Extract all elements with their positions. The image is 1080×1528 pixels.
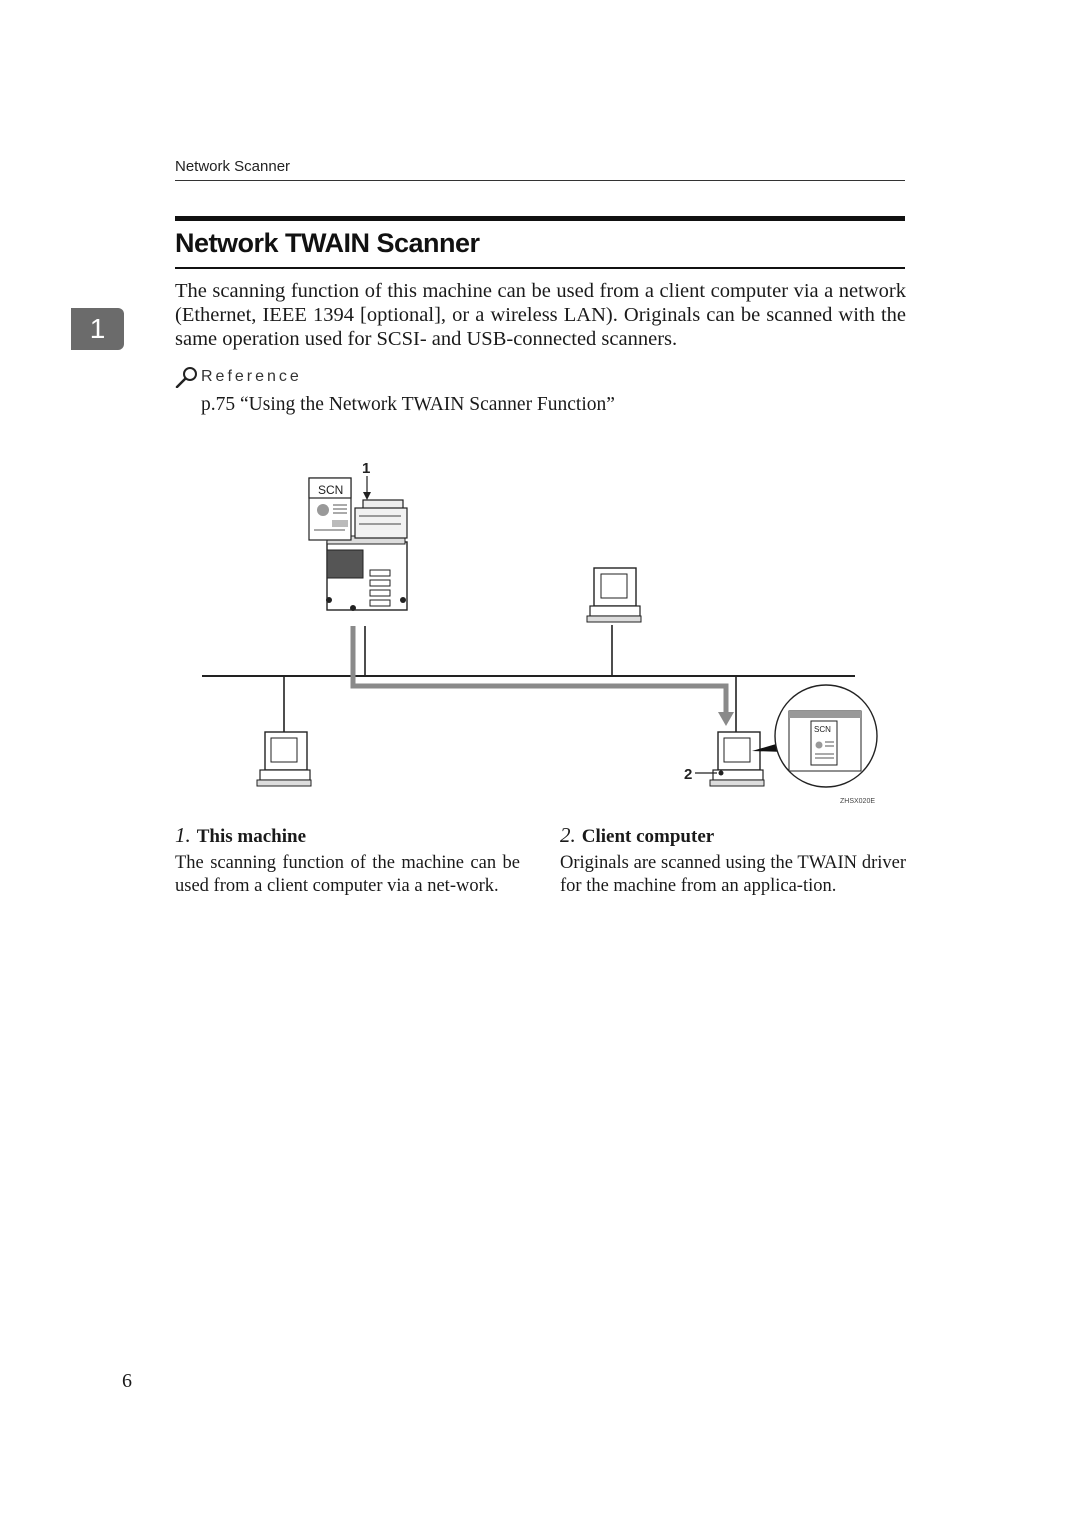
magnifier-icon [175, 367, 197, 388]
callout-2: 2 [684, 766, 692, 783]
item-number: 1. [175, 823, 191, 847]
scan-flow-arrow [350, 626, 729, 714]
item-this-machine: 1. This machine The scanning function of… [175, 823, 520, 898]
header-rule [175, 180, 905, 181]
item-title: Client computer [581, 826, 715, 847]
scn-label-machine: SCN [318, 483, 343, 497]
title-rule-bottom [175, 267, 905, 269]
item-body: Originals are scanned using the TWAIN dr… [560, 853, 906, 896]
network-diagram: SCN 1 2 SCN ZHSX020E [202, 460, 878, 805]
scan-flow-arrowhead [718, 712, 734, 726]
page-number: 6 [122, 1370, 132, 1392]
title-rule-top [175, 216, 905, 221]
scn-document-machine [308, 477, 352, 541]
computer-top [586, 567, 642, 623]
item-heading: 2. Client computer [560, 823, 906, 848]
chapter-tab: 1 [71, 308, 124, 350]
reference-label: Reference [201, 368, 302, 385]
item-client-computer: 2. Client computer Originals are scanned… [560, 823, 906, 898]
item-body: The scanning function of the machine can… [175, 853, 520, 896]
item-title: This machine [196, 826, 307, 847]
figure-code: ZHSX020E [840, 798, 875, 805]
running-header: Network Scanner [175, 158, 291, 175]
screen-zoom-circle [774, 684, 878, 788]
computer-right [709, 731, 765, 787]
item-heading: 1. This machine [175, 823, 520, 848]
scn-label-screen: SCN [814, 725, 831, 734]
reference-link[interactable]: p.75 “Using the Network TWAIN Scanner Fu… [201, 394, 615, 415]
callout-1: 1 [362, 460, 370, 477]
item-number: 2. [560, 823, 576, 847]
page-title: Network TWAIN Scanner [175, 228, 480, 258]
intro-paragraph: The scanning function of this machine ca… [175, 280, 906, 350]
computer-left [256, 731, 312, 787]
reference-heading: Reference [175, 366, 302, 388]
